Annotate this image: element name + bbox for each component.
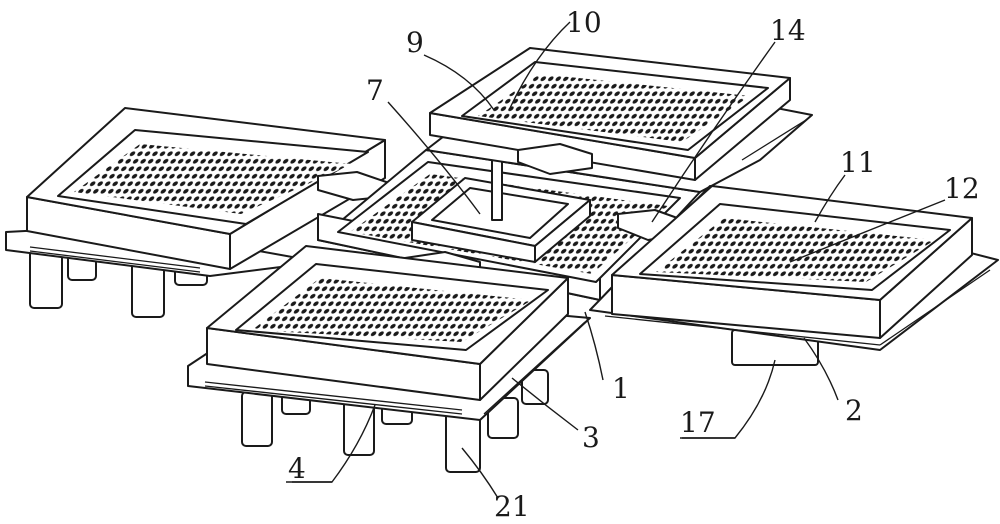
leader-7 — [387, 101, 481, 215]
label-11: 11 — [840, 146, 876, 179]
back-module — [425, 47, 813, 193]
leader-12 — [789, 199, 946, 263]
leader-4 — [292, 404, 376, 483]
leader-17 — [682, 359, 776, 439]
left-perforated-screen — [74, 144, 352, 214]
label-12: 12 — [944, 172, 980, 205]
right-module — [589, 185, 999, 366]
label-1: 1 — [612, 372, 630, 405]
front-module — [187, 245, 591, 473]
back-perforated-screen — [478, 74, 750, 142]
label-9: 9 — [406, 26, 424, 59]
leader-14 — [651, 41, 776, 223]
leader-11 — [814, 174, 846, 223]
label-7: 7 — [366, 74, 384, 107]
leader-3 — [511, 377, 579, 431]
leader-9 — [423, 54, 495, 111]
callout-labels: 1 2 3 4 7 9 10 11 12 14 17 21 — [286, 6, 980, 523]
leader-21 — [461, 447, 499, 499]
label-17: 17 — [680, 406, 716, 439]
leader-10 — [509, 21, 571, 109]
leader-lines — [292, 21, 946, 499]
left-module — [5, 107, 393, 318]
label-10: 10 — [566, 6, 602, 39]
label-14: 14 — [770, 14, 806, 47]
right-perforated-screen — [656, 218, 935, 282]
label-3: 3 — [582, 421, 600, 454]
center-riser-side — [534, 199, 591, 263]
leader-1 — [584, 311, 604, 381]
label-2: 2 — [845, 394, 863, 427]
back-connector-bracket — [517, 143, 593, 175]
front-perforated-screen — [252, 278, 532, 342]
label-4: 4 — [288, 452, 306, 485]
leader-2 — [803, 337, 839, 401]
label-21: 21 — [494, 490, 530, 523]
